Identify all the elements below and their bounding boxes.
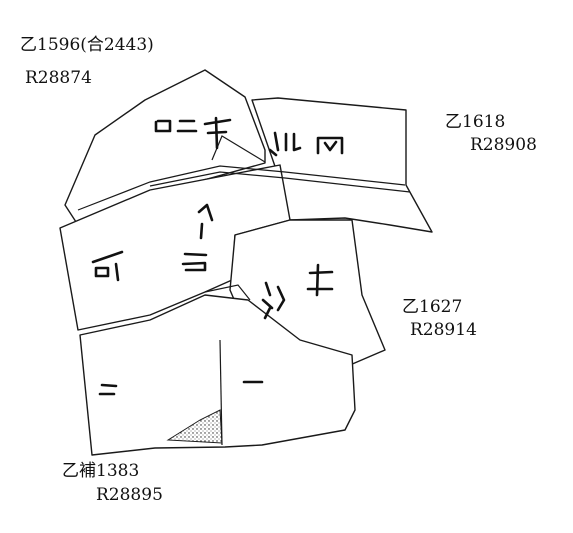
inscription-middle-right (261, 263, 334, 320)
register-label-top-left: R28874 (25, 68, 92, 88)
catalog-label-top-left: 乙1596(合2443) (20, 35, 154, 55)
inscription-bottom (98, 380, 264, 396)
catalog-label-middle-right: 乙1627 (402, 297, 463, 317)
crack-diagonal (211, 135, 266, 163)
catalog-label-bottom: 乙補1383 (62, 461, 140, 481)
inscription-top-left (154, 116, 232, 150)
register-label-top-right: R28908 (470, 135, 537, 155)
catalog-label-top-right: 乙1618 (445, 112, 506, 132)
crack-horizontal (77, 165, 406, 211)
crack-small (204, 284, 251, 301)
register-label-middle-right: R28914 (410, 320, 477, 340)
fragment-bottom (79, 294, 356, 456)
crack-vertical (219, 339, 223, 446)
inscription-top-right (268, 131, 344, 157)
fragment-top-left (64, 69, 266, 226)
register-label-bottom: R28895 (96, 485, 163, 505)
damaged-area (166, 409, 223, 444)
inscription-middle-left (91, 203, 214, 282)
crack-horizontal-lower (149, 171, 411, 193)
